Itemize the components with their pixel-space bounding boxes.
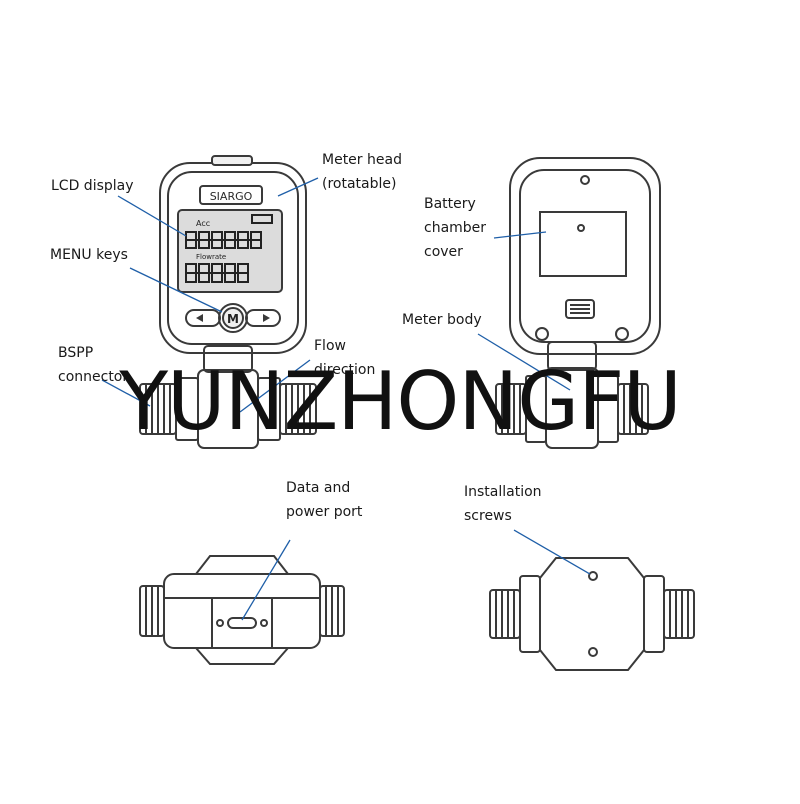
back-right-thread-connector <box>597 375 649 443</box>
usb-c-port <box>227 617 257 629</box>
label-meter-body: Meter body <box>402 308 482 332</box>
label-data-port-line-2: power port <box>286 504 363 520</box>
label-bspp-line-2: connector <box>58 369 129 385</box>
back-bottom-left-screw <box>535 327 549 341</box>
bottom-housing <box>163 573 321 649</box>
front-right-thread-connector <box>257 377 317 441</box>
label-screws-line-2: screws <box>464 508 512 524</box>
label-bspp-connector: BSPP connector <box>58 341 128 389</box>
label-flow-direction: Flow direction <box>314 334 375 382</box>
leader-bspp-connector <box>101 379 151 407</box>
back-top-screw <box>580 175 590 185</box>
back-view-meter <box>495 157 661 449</box>
label-battery-cover: Battery chamber cover <box>424 192 486 264</box>
brand-plate <box>199 185 263 205</box>
meter-head-inner <box>167 171 299 345</box>
label-lcd-display-line-1: LCD display <box>51 178 134 194</box>
label-meter-body-line-1: Meter body <box>402 312 482 328</box>
label-meter-head: Meter head (rotatable) <box>322 148 402 196</box>
leader-battery-cover <box>493 231 547 239</box>
leader-meter-head <box>277 177 319 197</box>
label-flow-line-1: Flow <box>314 338 346 354</box>
label-battery-line-3: cover <box>424 244 463 260</box>
installation-screw-bottom <box>588 647 598 657</box>
label-battery-line-2: chamber <box>424 220 487 236</box>
side-housing <box>539 557 645 671</box>
front-left-thread-connector <box>139 377 199 441</box>
lcd-screen <box>177 209 283 293</box>
label-installation-screws: Installation screws <box>464 480 542 528</box>
lcd-mid-label: Flowrate <box>196 253 226 261</box>
back-left-thread-connector <box>495 375 547 443</box>
side-right-thread-connector <box>643 575 695 653</box>
label-screws-line-1: Installation <box>464 484 542 500</box>
label-menu-keys: MENU keys <box>50 243 128 267</box>
label-data-power-port: Data and power port <box>286 476 362 524</box>
label-bspp-line-1: BSPP <box>58 345 94 361</box>
leader-meter-body <box>477 333 571 391</box>
front-pipe-body <box>197 369 259 449</box>
leader-installation-screws <box>513 529 591 575</box>
back-bottom-right-screw <box>615 327 629 341</box>
front-view-meter <box>139 155 317 449</box>
label-menu-keys-line-1: MENU keys <box>50 247 128 263</box>
label-data-port-line-1: Data and <box>286 480 351 496</box>
leader-data-power-port <box>241 539 291 621</box>
menu-m-button <box>218 303 248 333</box>
leader-lcd-display <box>117 195 187 237</box>
label-battery-line-1: Battery <box>424 196 476 212</box>
label-flow-line-2: direction <box>314 362 376 378</box>
side-view-meter <box>489 557 695 671</box>
installation-screw-top <box>588 571 598 581</box>
leader-menu-keys <box>129 267 223 313</box>
brand-text: SIARGO <box>210 190 253 203</box>
back-head-outer <box>509 157 661 355</box>
bottom-left-thread-connector <box>139 585 165 637</box>
watermark-text: YUNZHONGFU <box>119 355 682 448</box>
menu-key-letter: M <box>227 312 239 326</box>
label-lcd-display: LCD display <box>51 174 134 198</box>
leader-flow-direction <box>239 359 311 413</box>
back-pipe-body <box>545 367 599 449</box>
bottom-view-meter <box>139 555 345 665</box>
label-meter-head-line-2: (rotatable) <box>322 176 397 192</box>
front-neck <box>203 345 253 373</box>
bottom-right-thread-connector <box>319 585 345 637</box>
lcd-top-label: Acc <box>196 219 210 228</box>
side-left-thread-connector <box>489 575 541 653</box>
battery-chamber-cover <box>539 211 627 277</box>
back-vent-grille <box>565 299 595 319</box>
label-meter-head-line-1: Meter head <box>322 152 402 168</box>
back-head-inner <box>519 169 651 343</box>
